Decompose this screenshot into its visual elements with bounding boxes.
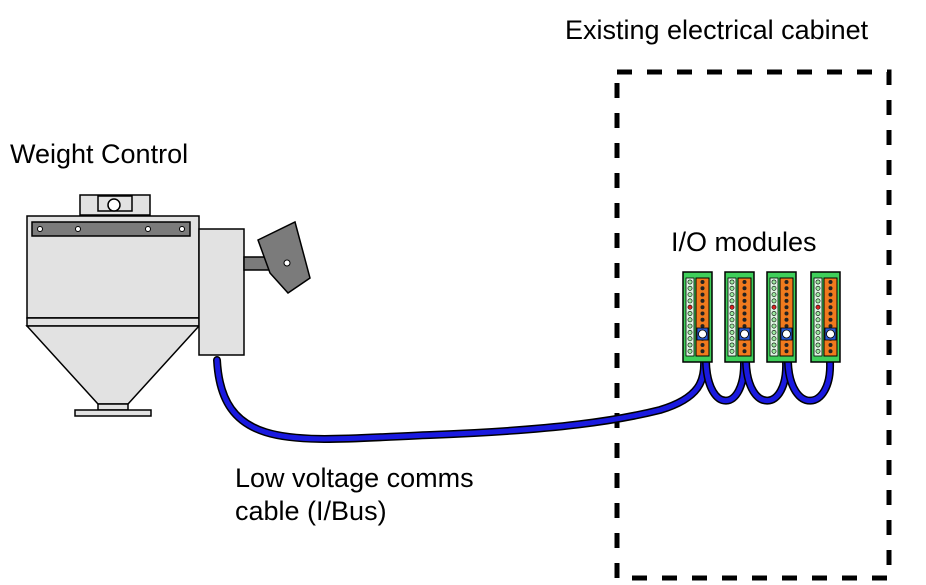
cabinet-border [614, 69, 892, 581]
io-module [682, 271, 713, 363]
io-modules-group [682, 271, 841, 363]
weight-control-unit [25, 194, 311, 417]
io-module [766, 271, 797, 363]
weight-control-label: Weight Control [10, 139, 189, 169]
io-module [810, 271, 841, 363]
cable-label-line2: cable (I/Bus) [235, 496, 387, 526]
cable-label-line1: Low voltage comms [235, 463, 474, 493]
io-module [724, 271, 755, 363]
cabinet-label: Existing electrical cabinet [565, 15, 869, 45]
comms-cable [213, 356, 709, 443]
cable-label: Low voltage comms cable (I/Bus) [235, 462, 474, 528]
module-link-cables [702, 358, 835, 405]
io-modules-label: I/O modules [671, 227, 817, 257]
